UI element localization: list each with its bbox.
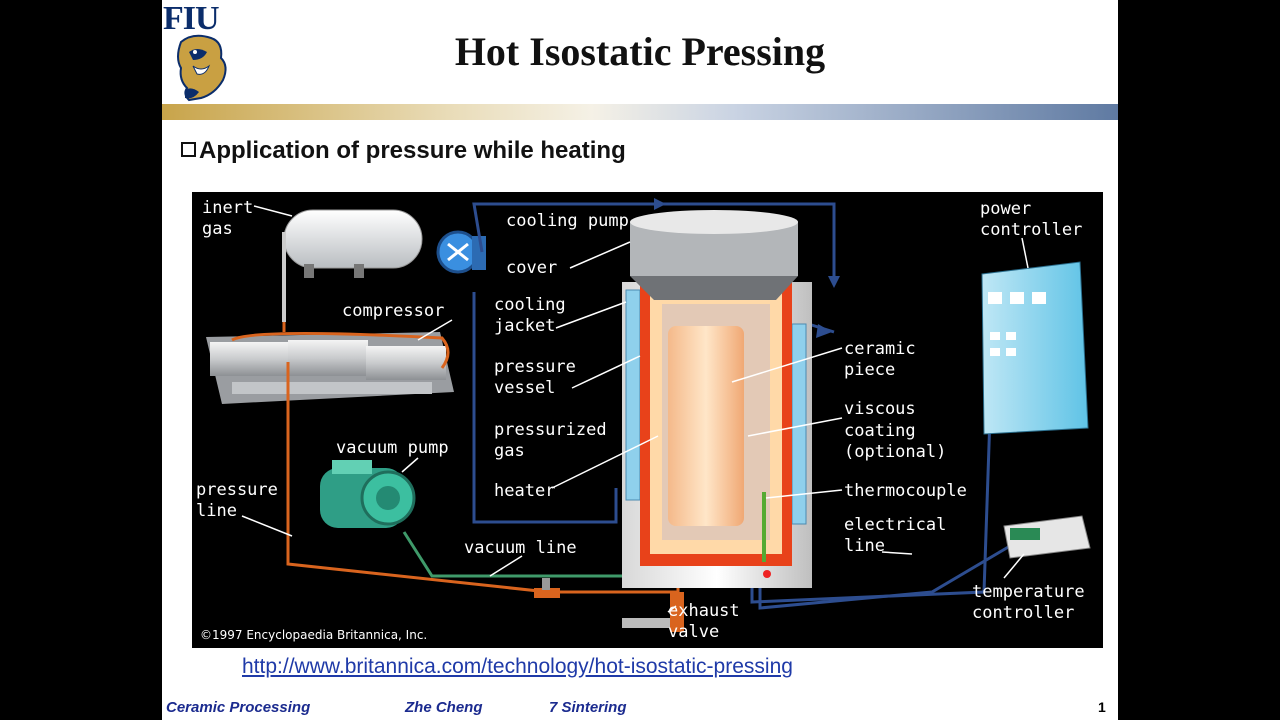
label-ceramic-piece-1: ceramic	[844, 339, 916, 359]
label-compressor: compressor	[342, 301, 444, 321]
label-inert-gas-1: inert	[202, 198, 253, 218]
power-controller	[981, 261, 1089, 435]
inert-gas-tank	[282, 209, 423, 322]
vacuum-pump	[320, 460, 416, 528]
label-cooling-jacket-2: jacket	[494, 316, 555, 336]
britannica-link[interactable]: http://www.britannica.com/technology/hot…	[242, 655, 793, 678]
flow-arrows	[654, 198, 840, 338]
compressor	[206, 332, 454, 404]
label-electrical-line-1: electrical	[844, 515, 946, 535]
label-power-controller-2: controller	[980, 220, 1082, 240]
fiu-logo-text: FIU	[163, 0, 220, 37]
label-temperature-controller-1: temperature	[972, 582, 1085, 602]
page-number: 1	[1098, 699, 1106, 715]
label-viscous-coating-1: viscous	[844, 399, 916, 419]
slide-title: Hot Isostatic Pressing	[454, 29, 826, 74]
label-pressure-line-1: pressure	[196, 480, 278, 500]
label-pressurized-gas-1: pressurized	[494, 420, 607, 440]
bullet-point: Application of pressure while heating	[181, 137, 626, 165]
panther-icon	[177, 34, 227, 102]
fiu-logo: FIU	[163, 2, 243, 102]
label-cover: cover	[506, 258, 557, 278]
label-exhaust-valve-2: valve	[668, 622, 719, 642]
label-pressurized-gas-2: gas	[494, 441, 525, 461]
pressure-valve	[534, 578, 560, 598]
label-cooling-pump: cooling pump	[506, 211, 629, 231]
label-electrical-line-2: line	[844, 536, 885, 556]
footer-topic: 7 Sintering	[549, 699, 627, 716]
vessel-cover	[630, 210, 798, 300]
slide: FIU Hot Isostatic Pressing Application o…	[162, 0, 1118, 720]
label-viscous-coating-3: (optional)	[844, 442, 946, 462]
pressure-line-loop	[231, 331, 450, 369]
hip-diagram-svg: inert gas compressor vacuum pump pressur…	[196, 198, 1091, 642]
label-heater: heater	[494, 481, 555, 501]
label-viscous-coating-2: coating	[844, 421, 916, 441]
footer-course: Ceramic Processing	[166, 699, 311, 716]
label-vacuum-line: vacuum line	[464, 538, 577, 558]
label-ceramic-piece-2: piece	[844, 360, 895, 380]
label-pressure-vessel-2: vessel	[494, 378, 555, 398]
label-pressure-vessel-1: pressure	[494, 357, 576, 377]
checkbox-bullet-icon	[181, 142, 196, 157]
label-cooling-jacket-1: cooling	[494, 295, 566, 315]
label-inert-gas-2: gas	[202, 219, 233, 239]
cooling-pump	[436, 230, 486, 274]
label-power-controller-1: power	[980, 199, 1031, 219]
label-temperature-controller-2: controller	[972, 603, 1074, 623]
copyright-text: ©1997 Encyclopaedia Britannica, Inc.	[200, 628, 427, 642]
label-exhaust-valve-1: exhaust	[668, 601, 740, 621]
title-divider-bar	[162, 104, 1118, 120]
leader-lines	[241, 205, 1029, 613]
label-thermocouple: thermocouple	[844, 481, 967, 501]
temperature-controller	[1003, 515, 1091, 559]
hip-diagram: inert gas compressor vacuum pump pressur…	[192, 192, 1103, 648]
label-vacuum-pump: vacuum pump	[336, 438, 449, 458]
bullet-text: Application of pressure while heating	[199, 137, 626, 164]
label-pressure-line-2: line	[196, 501, 237, 521]
pressure-vessel	[622, 278, 812, 588]
footer-author: Zhe Cheng	[405, 699, 483, 716]
exhaust-valve	[622, 592, 684, 632]
